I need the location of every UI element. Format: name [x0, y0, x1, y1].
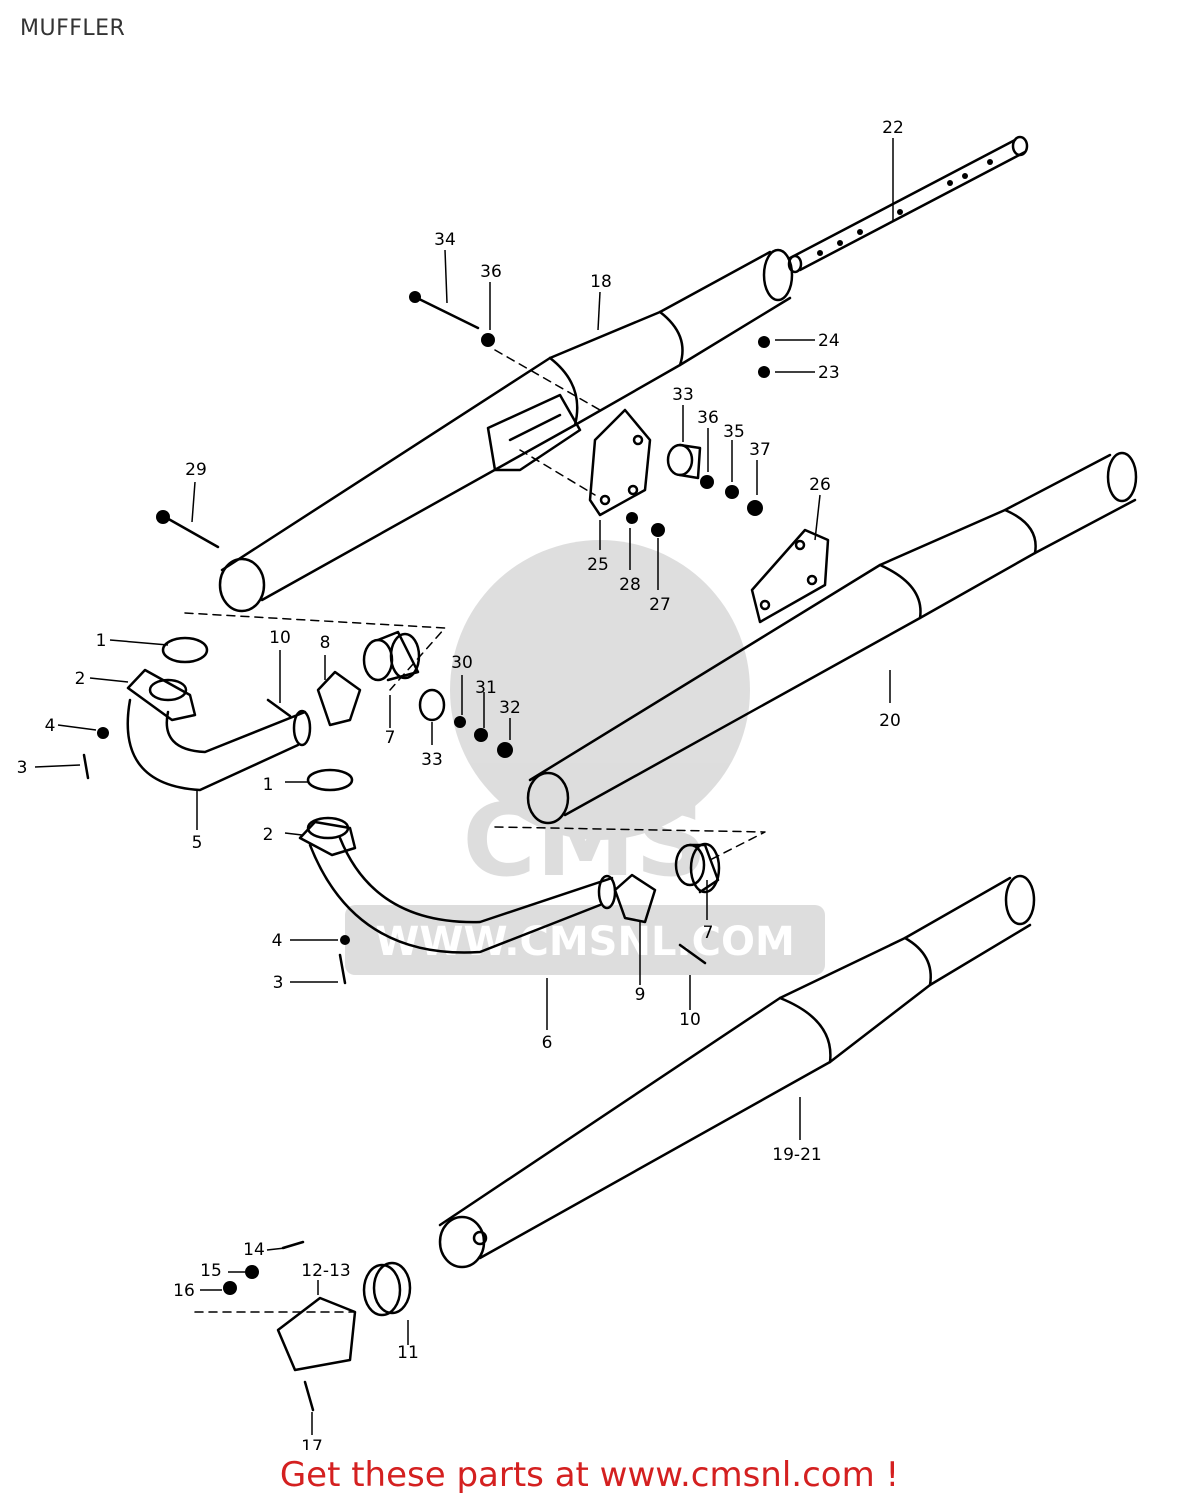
- callout-31: 31: [475, 678, 497, 698]
- part-25-bracket[interactable]: [588, 408, 652, 517]
- callout-33-upper: 33: [672, 385, 694, 405]
- callout-24: 24: [818, 331, 840, 351]
- part-24-washer[interactable]: [758, 336, 770, 348]
- callout-33-lower: 33: [421, 750, 443, 770]
- part-36-nut-lower[interactable]: [700, 475, 714, 489]
- part-33-bushing-lower[interactable]: [418, 688, 446, 722]
- callout-34: 34: [434, 230, 456, 250]
- part-28-washer[interactable]: [626, 512, 638, 524]
- part-26-bracket[interactable]: [750, 528, 830, 624]
- part-32-nut[interactable]: [497, 742, 513, 758]
- callout-22: 22: [882, 118, 904, 138]
- callout-26: 26: [809, 475, 831, 495]
- callout-36-upper: 36: [480, 262, 502, 282]
- part-30-washer[interactable]: [454, 716, 466, 728]
- callout-14: 14: [243, 1240, 265, 1260]
- part-23-bolt[interactable]: [758, 366, 770, 378]
- part-10-bolt-upper[interactable]: [266, 698, 292, 718]
- callout-27: 27: [649, 595, 671, 615]
- callout-7-lower: 7: [703, 923, 714, 943]
- part-10-bolt-lower[interactable]: [678, 943, 707, 965]
- callout-11: 11: [397, 1343, 419, 1363]
- callout-32: 32: [499, 698, 521, 718]
- callout-18: 18: [590, 272, 612, 292]
- callout-15: 15: [200, 1261, 222, 1281]
- callout-5: 5: [192, 833, 203, 853]
- callout-25: 25: [587, 555, 609, 575]
- callout-30: 30: [451, 653, 473, 673]
- part-34-bolt[interactable]: [413, 295, 480, 330]
- part-11-end-cap[interactable]: [362, 1261, 412, 1317]
- part-7-connector-lower[interactable]: [674, 842, 721, 894]
- callout-6: 6: [542, 1033, 553, 1053]
- callout-9: 9: [635, 985, 646, 1005]
- callout-3-lower: 3: [273, 973, 284, 993]
- part-4-washer-lower[interactable]: [340, 935, 350, 945]
- part-2-flange-upper[interactable]: [126, 668, 197, 722]
- callout-7-upper: 7: [385, 728, 396, 748]
- part-2-flange-lower[interactable]: [298, 816, 357, 857]
- callout-1-lower: 1: [263, 775, 274, 795]
- callout-12-13: 12-13: [301, 1261, 350, 1281]
- part-31-washer[interactable]: [474, 728, 488, 742]
- callout-20: 20: [879, 711, 901, 731]
- part-15-washer[interactable]: [245, 1265, 259, 1279]
- callout-10-upper: 10: [269, 628, 291, 648]
- callout-19-21: 19-21: [772, 1145, 821, 1165]
- footer-shop-link[interactable]: Get these parts at www.cmsnl.com !: [279, 1455, 900, 1495]
- assembly-guide-lines: [184, 349, 766, 1313]
- callout-17: 17: [301, 1437, 323, 1450]
- leader-lines: [34, 138, 894, 1435]
- part-3-bolt-upper[interactable]: [82, 753, 90, 780]
- part-1-gasket-lower[interactable]: [306, 768, 354, 792]
- callout-8: 8: [320, 633, 331, 653]
- watermark-site: WWW.CMSNL.COM: [375, 919, 795, 965]
- part-20-muffler-middle[interactable]: [526, 451, 1138, 825]
- part-8-clamp[interactable]: [316, 670, 362, 727]
- callout-3-upper: 3: [17, 758, 28, 778]
- part-29-bolt[interactable]: [163, 515, 220, 549]
- callout-29: 29: [185, 460, 207, 480]
- callout-1-upper: 1: [96, 631, 107, 651]
- callout-28: 28: [619, 575, 641, 595]
- callout-2-lower: 2: [263, 825, 274, 845]
- part-22-baffle[interactable]: [787, 135, 1029, 274]
- callout-10-lower: 10: [679, 1010, 701, 1030]
- part-37-nut[interactable]: [747, 500, 763, 516]
- part-17-bolt[interactable]: [303, 1380, 315, 1412]
- callout-2-upper: 2: [75, 669, 86, 689]
- part-9-clamp[interactable]: [613, 873, 657, 924]
- callout-23: 23: [818, 363, 840, 383]
- part-19-21-muffler-lower[interactable]: [438, 874, 1036, 1269]
- watermark-logo: CMS: [463, 782, 708, 899]
- callout-35: 35: [723, 422, 745, 442]
- callout-4-lower: 4: [272, 931, 283, 951]
- callout-16: 16: [173, 1281, 195, 1301]
- part-34-bolt-head[interactable]: [409, 291, 421, 303]
- part-16-nut[interactable]: [223, 1281, 237, 1295]
- part-27-nut[interactable]: [651, 523, 665, 537]
- part-29-bolt-head[interactable]: [156, 510, 170, 524]
- page-title: MUFFLER: [20, 16, 126, 41]
- callout-37: 37: [749, 440, 771, 460]
- exploded-parts-diagram: CMS WWW.CMSNL.COM: [17, 118, 1138, 1450]
- part-14-bolt[interactable]: [281, 1240, 305, 1250]
- part-18-muffler-upper[interactable]: [218, 248, 794, 613]
- part-3-bolt-lower[interactable]: [338, 953, 347, 985]
- part-7-connector-upper[interactable]: [362, 630, 421, 682]
- part-1-gasket-upper[interactable]: [161, 636, 209, 664]
- part-35-washer[interactable]: [725, 485, 739, 499]
- part-33-bushing-upper[interactable]: [666, 443, 702, 480]
- callout-4-upper: 4: [45, 716, 56, 736]
- callout-36-lower: 36: [697, 408, 719, 428]
- part-36-nut-upper[interactable]: [481, 333, 495, 347]
- part-4-washer-upper[interactable]: [97, 727, 109, 739]
- part-12-13-end-piece[interactable]: [276, 1296, 357, 1372]
- watermark-mascot-icon: [450, 540, 750, 840]
- part-5-exhaust-pipe[interactable]: [126, 698, 312, 792]
